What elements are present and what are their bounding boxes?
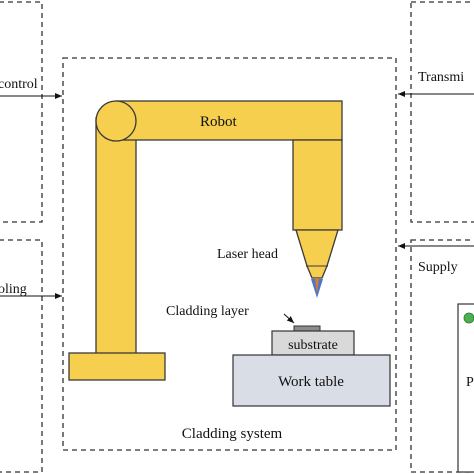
substrate-block: [271, 330, 355, 356]
cladding-layer-pointer: [283, 313, 295, 324]
work-table-label: Work table: [278, 374, 344, 390]
right-top-dashed-box: [410, 1, 474, 223]
work-table: [232, 354, 391, 407]
robot-label: Robot: [200, 114, 238, 130]
robot-vertical-column: [95, 117, 137, 359]
right-bottom-dashed-box: [410, 239, 474, 473]
transmit-label: Transmi: [418, 70, 464, 85]
laser-beam-orange: [315, 279, 319, 294]
cooling-label: oling: [0, 282, 27, 297]
right-partial-green-dot: [463, 312, 474, 324]
left-top-dashed-box: [0, 1, 43, 223]
substrate-label: substrate: [288, 338, 338, 353]
supply-label: Supply: [418, 260, 458, 275]
laser-head: [295, 229, 339, 298]
cladding-layer-label: Cladding layer: [166, 304, 249, 319]
left-bottom-dashed-box: [0, 239, 43, 473]
robot-base: [68, 352, 166, 381]
right-partial-glyph: P: [466, 375, 474, 390]
control-label: control: [0, 77, 38, 92]
cladding-layer: [293, 325, 321, 332]
robot-vertical-arm: [292, 139, 343, 231]
cladding-system-dashed-box: [62, 57, 397, 451]
robot-horizontal-arm: [115, 100, 343, 141]
robot-arm: [68, 100, 343, 381]
right-partial-panel: [457, 303, 474, 473]
laser-head-label: Laser head: [217, 247, 278, 262]
robot-joint: [95, 100, 137, 142]
cladding-system-label: Cladding system: [182, 426, 283, 442]
laser-head-body: [295, 229, 339, 279]
